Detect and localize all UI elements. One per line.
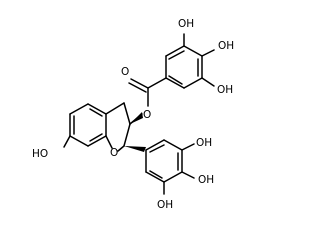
aromatic-inner-bond	[149, 144, 165, 153]
aromatic-inner-bond	[89, 108, 103, 117]
structure-drawing: OH OH OH O O O HO OH OH OH	[32, 18, 234, 211]
bond	[69, 103, 89, 115]
bond	[165, 77, 185, 89]
aromatic-inner-bond	[168, 75, 183, 85]
atom-label-oh: OH	[217, 84, 233, 96]
aromatic-inner-bond	[89, 133, 103, 142]
atom-label-oh: OH	[178, 18, 194, 30]
atom-label-oh: OH	[198, 174, 214, 186]
wedge-bond	[124, 146, 146, 152]
bond	[201, 77, 215, 87]
aromatic-inner-bond	[149, 170, 163, 179]
bond	[123, 102, 131, 125]
bond	[181, 171, 195, 179]
bond	[69, 135, 89, 147]
galloyl-ring	[147, 33, 215, 89]
bond	[183, 45, 203, 57]
bond	[163, 171, 183, 183]
bond	[181, 143, 195, 151]
bond	[201, 49, 215, 57]
bond	[123, 123, 131, 147]
bond	[145, 139, 165, 151]
bond	[105, 135, 113, 149]
bond	[145, 171, 165, 183]
wedge-bond	[130, 112, 143, 124]
atom-label-oh: OH	[157, 199, 173, 211]
bond	[63, 135, 71, 148]
atom-label-ho: HO	[32, 148, 48, 160]
bond	[183, 77, 203, 89]
atom-label-oh: OH	[218, 40, 234, 52]
bond	[163, 139, 183, 151]
bond	[147, 77, 167, 89]
chromane-core	[63, 102, 146, 152]
molecule-canvas: OH OH OH O O O HO OH OH OH	[32, 18, 235, 211]
bond	[87, 103, 107, 115]
carbonyl-bond	[128, 82, 147, 93]
aromatic-inner-bond	[168, 50, 185, 60]
bond	[165, 45, 185, 57]
atom-label-o: O	[143, 109, 151, 121]
pyrogallol-ring	[145, 139, 195, 195]
bond	[117, 145, 125, 152]
atom-label-o: O	[110, 147, 118, 159]
bond	[87, 135, 107, 147]
carbonyl-bond	[130, 78, 149, 89]
atom-label-oh: OH	[196, 137, 212, 149]
bond	[105, 102, 125, 115]
atom-label-o: O	[121, 66, 129, 78]
